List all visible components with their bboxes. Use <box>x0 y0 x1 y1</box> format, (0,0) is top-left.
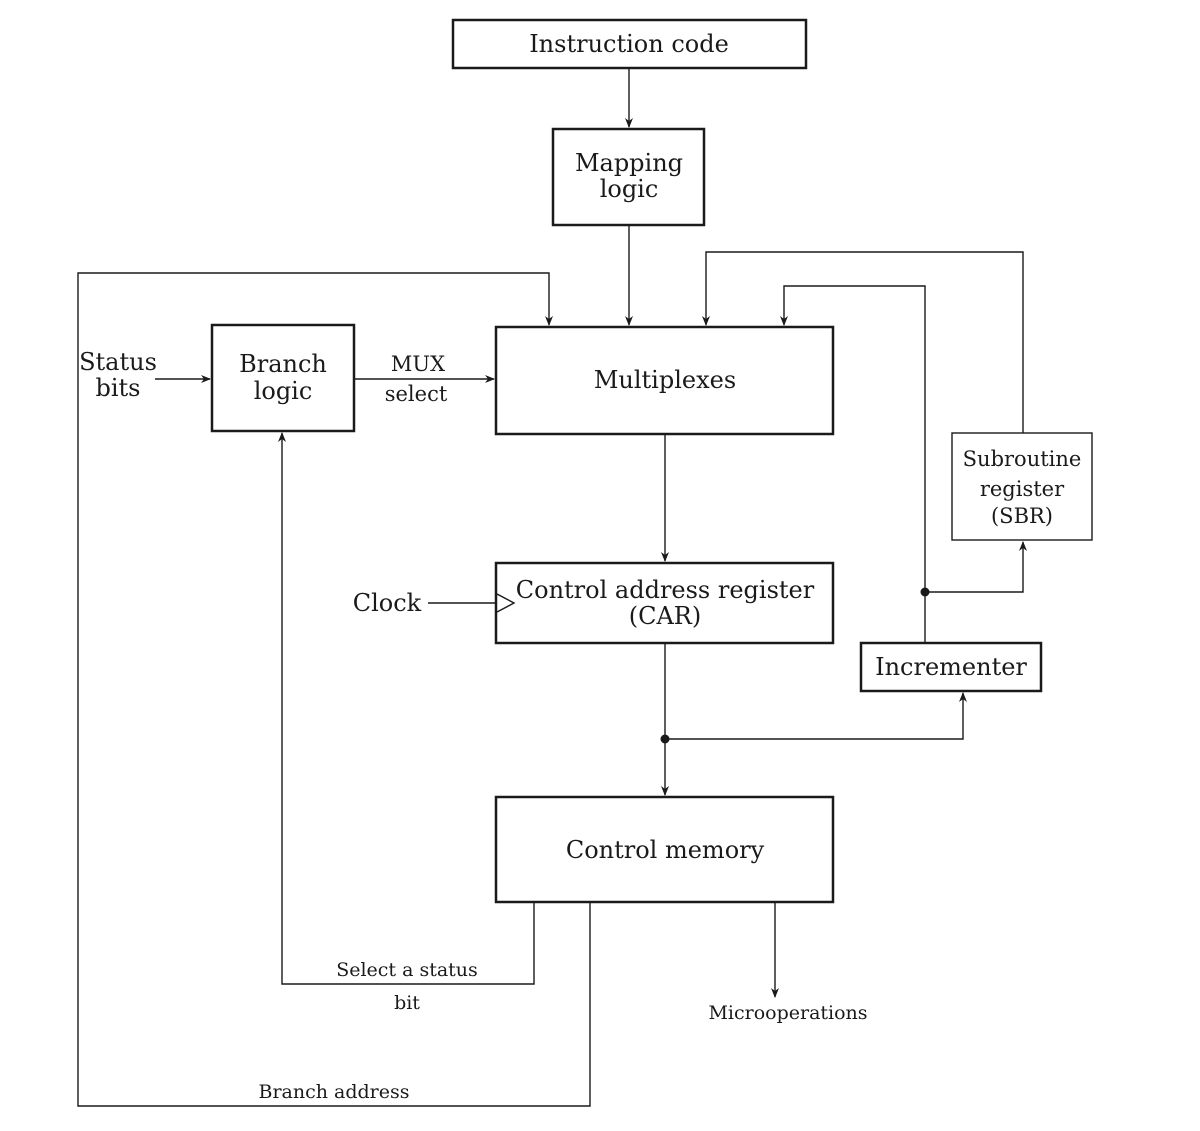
svg-text:logic: logic <box>600 175 659 203</box>
branch-logic-box: Branch logic <box>210 323 356 433</box>
select-status-path <box>278 432 535 985</box>
junction-dot <box>920 587 930 597</box>
svg-text:Control memory: Control memory <box>566 836 765 864</box>
incrementer-box: Incrementer <box>859 641 1043 693</box>
svg-text:Select a status: Select a status <box>336 959 478 981</box>
mapping-logic-box: Mapping logic <box>551 127 706 227</box>
svg-text:bit: bit <box>394 992 420 1014</box>
svg-text:(CAR): (CAR) <box>629 602 702 630</box>
svg-text:Instruction code: Instruction code <box>529 30 729 58</box>
svg-text:Subroutine: Subroutine <box>963 447 1082 471</box>
connectors <box>77 68 1027 1107</box>
instruction-code-box: Instruction code <box>451 18 808 70</box>
svg-text:Control address register: Control address register <box>516 576 815 604</box>
branch-address-label: Branch address <box>258 1081 409 1103</box>
svg-text:logic: logic <box>254 377 313 405</box>
mux-select-label: MUX select <box>385 352 448 406</box>
junction-dot <box>660 734 670 744</box>
sbr-to-mux-path <box>702 251 1024 433</box>
clock-label: Clock <box>353 589 422 617</box>
incrementer-to-mux-path <box>780 285 926 643</box>
branch-address-path <box>77 272 591 1107</box>
svg-text:MUX: MUX <box>391 352 445 376</box>
control-memory-box: Control memory <box>494 795 835 904</box>
incrementer-to-sbr-path <box>925 541 1027 593</box>
svg-text:Branch: Branch <box>239 350 327 378</box>
microoperations-label: Microoperations <box>708 1002 867 1024</box>
multiplexes-box: Multiplexes <box>494 325 835 436</box>
svg-text:(SBR): (SBR) <box>991 504 1053 528</box>
svg-text:Multiplexes: Multiplexes <box>594 366 736 394</box>
svg-text:Mapping: Mapping <box>575 149 683 177</box>
svg-text:Status: Status <box>79 348 157 376</box>
status-bits-label: Status bits <box>79 348 157 402</box>
sbr-box: Subroutine register (SBR) <box>951 432 1093 541</box>
clock-triangle-icon <box>496 593 516 613</box>
car-box: Control address register (CAR) <box>494 561 835 645</box>
svg-text:Incrementer: Incrementer <box>875 653 1027 681</box>
svg-text:register: register <box>980 477 1065 501</box>
select-status-bit-label: Select a status bit <box>336 959 478 1014</box>
svg-text:select: select <box>385 382 448 406</box>
svg-text:bits: bits <box>96 374 141 402</box>
car-to-incrementer-path <box>665 692 967 740</box>
